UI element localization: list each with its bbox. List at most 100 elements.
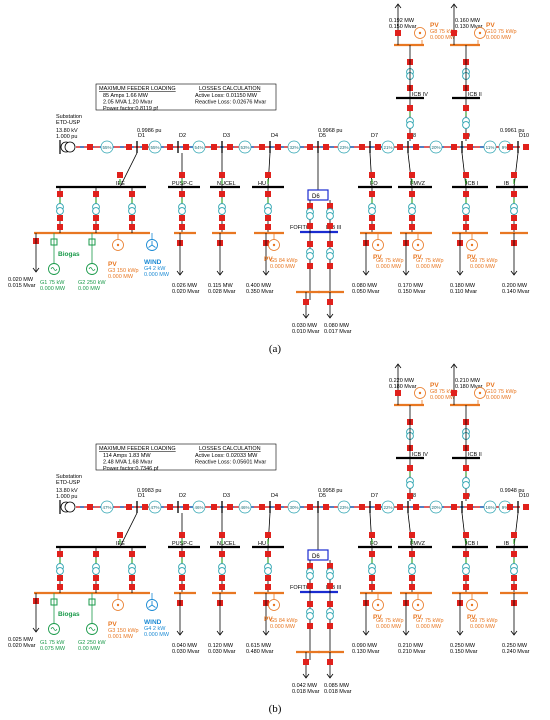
load-value: 0.150 Mvar: [389, 24, 417, 30]
wind-turbine-icon: [148, 241, 156, 248]
breaker-icon: [93, 575, 99, 581]
bus-name: HU: [258, 181, 266, 187]
load-value: 0.130 Mvar: [352, 649, 380, 655]
biogas-gen-rating: G1 75 kW: [40, 280, 65, 286]
substation-pu: 1.000 pu: [56, 134, 77, 140]
bus-name: ICB II: [468, 452, 482, 458]
breaker-icon: [463, 575, 469, 581]
load-value: 0.028 Mvar: [208, 289, 236, 295]
breaker-icon: [327, 299, 333, 305]
breaker-icon: [179, 191, 185, 197]
load-value: 0.180 MW: [450, 283, 476, 289]
pv-label: PV: [413, 614, 422, 621]
breaker-icon: [511, 224, 517, 230]
breaker-icon: [219, 551, 225, 557]
line-loading-percent: 54%: [194, 145, 203, 150]
biogas-label: Biogas: [58, 611, 80, 618]
transformer-icon: [56, 207, 64, 215]
transformer-icon: [178, 207, 186, 215]
transformer-icon: [462, 207, 470, 215]
breaker-icon: [227, 504, 233, 510]
breaker-icon: [219, 584, 225, 590]
pv-panel-icon: [418, 31, 422, 35]
load-arrow-icon: [176, 270, 184, 276]
load-value: 0.020 Mvar: [172, 289, 200, 295]
breaker-icon: [375, 144, 381, 150]
transformer-icon: [92, 207, 100, 215]
breaker-icon: [259, 144, 265, 150]
node-label: D10: [519, 493, 529, 499]
breaker-icon: [463, 172, 469, 178]
breaker-icon: [265, 191, 271, 197]
pv-rating: G6 75 kWp: [376, 618, 404, 624]
line-loading-icon: [337, 140, 351, 154]
bus-name: D6: [312, 554, 320, 560]
load-arrow-icon: [326, 673, 334, 679]
breaker-icon: [57, 584, 63, 590]
load-arrow-icon: [402, 630, 410, 636]
bus-name: ICB III: [326, 225, 342, 231]
biogas-generator-icon: [88, 627, 96, 631]
node-label: D2: [179, 493, 186, 499]
node-label: D7: [371, 493, 378, 499]
pv-output: 0.001 MW: [108, 634, 134, 640]
load-value: 0.030 Mvar: [208, 649, 236, 655]
breaker-icon: [265, 172, 271, 178]
load-value: 0.192 MW: [389, 18, 415, 24]
pv-output: 0.000 MW: [470, 264, 496, 270]
pv-label: PV: [413, 254, 422, 261]
breaker-icon: [463, 465, 469, 471]
breaker-icon: [511, 575, 517, 581]
breaker-icon: [57, 551, 63, 557]
breaker-icon: [407, 465, 413, 471]
loading-value: 114 Amps 1.83 MW: [103, 453, 151, 459]
pv-rating: G3 150 kWp: [108, 628, 139, 634]
pv-panel-icon: [478, 391, 482, 395]
breaker-icon: [57, 575, 63, 581]
node-voltage: 0.9986 pu: [137, 128, 161, 134]
wind-output: 0.000 MW: [144, 272, 170, 278]
transformer-icon: [178, 567, 186, 575]
load-value: 0.180 Mvar: [389, 384, 417, 390]
feeder-drop: [513, 512, 519, 548]
pv-output: 0.000 MW: [270, 264, 296, 270]
node-label: D2: [179, 133, 186, 139]
load-value: 0.250 MW: [450, 643, 476, 649]
feeder-info-box: [95, 443, 277, 471]
transformer-icon: [326, 572, 334, 580]
breaker-icon: [451, 504, 457, 510]
pv-panel-icon: [376, 243, 380, 247]
load-value: 0.040 MW: [172, 643, 198, 649]
line-loading-percent: 11%: [486, 145, 495, 150]
line-loading-percent: 9%: [502, 145, 509, 150]
breaker-icon: [463, 224, 469, 230]
breaker-icon: [265, 551, 271, 557]
line-loading-percent: 23%: [339, 145, 348, 150]
load-value: 0.130 Mvar: [455, 24, 483, 30]
breaker-icon: [307, 563, 313, 569]
breaker-icon: [93, 584, 99, 590]
bus-name: FOFITO: [290, 225, 311, 231]
pv-rating: G7 75 kWp: [416, 258, 444, 264]
line-loading-percent: 55%: [102, 145, 111, 150]
breaker-icon: [397, 144, 403, 150]
node-label: D1: [138, 133, 145, 139]
breaker-icon: [117, 172, 123, 178]
pv-rating: G3 150 kWp: [108, 268, 139, 274]
pv-output: 0.000 MW: [430, 35, 456, 41]
pv-label: PV: [430, 22, 439, 29]
bus-name: ICB I: [466, 541, 479, 547]
pv-output: 0.000 MW: [376, 264, 402, 270]
transformer-icon: [462, 481, 470, 489]
load-value: 0.150 Mvar: [450, 649, 478, 655]
breaker-icon: [307, 623, 313, 629]
line-loading-icon: [238, 500, 252, 514]
breaker-icon: [129, 215, 135, 221]
breaker-icon: [303, 299, 309, 305]
load-value: 0.050 Mvar: [352, 289, 380, 295]
pv-output: 0.000 MW: [486, 395, 512, 401]
load-arrow-icon: [450, 363, 458, 369]
substation-label: Substation: [56, 474, 82, 480]
